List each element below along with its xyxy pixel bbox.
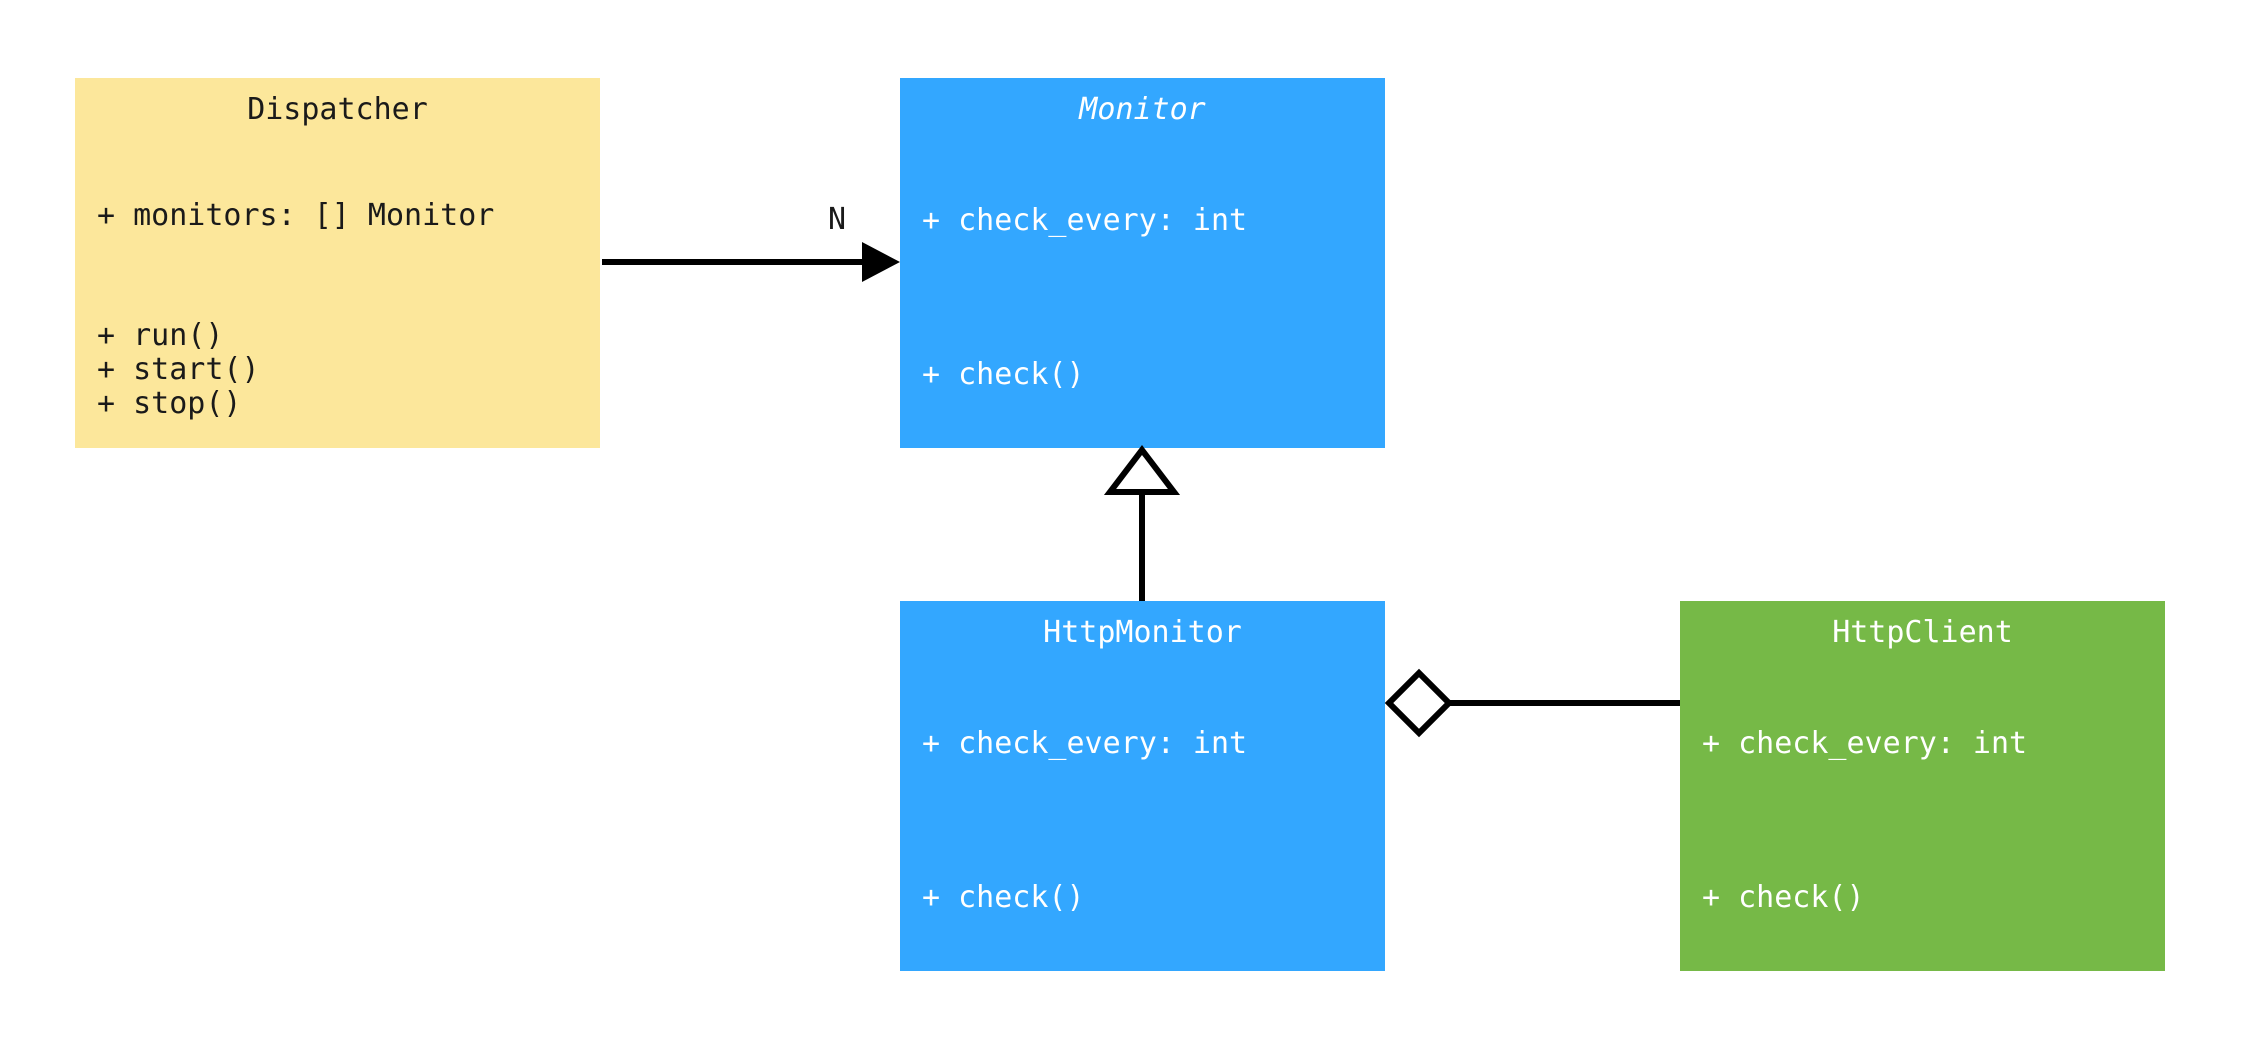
hollow-diamond-icon [1384, 668, 1454, 738]
class-attributes-monitor: + check_every: int [900, 146, 1385, 296]
connector-dispatcher-to-monitor [602, 242, 900, 282]
class-operations-dispatcher: + run() + start() + stop() [75, 292, 600, 448]
operation-item: + start() [97, 352, 260, 387]
class-header-dispatcher: Dispatcher [75, 78, 600, 140]
attribute-item: + check_every: int [1702, 726, 2028, 761]
class-box-monitor[interactable]: Monitor + check_every: int + check() [900, 78, 1385, 448]
class-box-dispatcher[interactable]: Dispatcher + monitors: [] Monitor + run(… [75, 78, 600, 448]
class-name-dispatcher: Dispatcher [247, 91, 428, 127]
operation-item: + check() [922, 357, 1085, 392]
class-name-httpmonitor: HttpMonitor [1043, 614, 1242, 650]
class-box-httpmonitor[interactable]: HttpMonitor + check_every: int + check() [900, 601, 1385, 971]
attribute-item: + monitors: [] Monitor [97, 198, 495, 233]
connector-httpmonitor-to-httpclient [1384, 668, 1680, 738]
class-attributes-httpmonitor: + check_every: int [900, 669, 1385, 819]
operation-item: + run() [97, 318, 224, 353]
class-attributes-dispatcher: + monitors: [] Monitor [75, 146, 600, 286]
association-label-n: N [828, 202, 847, 237]
class-header-httpmonitor: HttpMonitor [900, 601, 1385, 663]
operation-item: + check() [1702, 880, 1865, 915]
class-box-httpclient[interactable]: HttpClient + check_every: int + check() [1680, 601, 2165, 971]
class-attributes-httpclient: + check_every: int [1680, 669, 2165, 819]
operation-item: + check() [922, 880, 1085, 915]
class-operations-httpmonitor: + check() [900, 825, 1385, 971]
operation-item: + stop() [97, 386, 242, 421]
class-header-httpclient: HttpClient [1680, 601, 2165, 663]
class-name-monitor: Monitor [1079, 91, 1206, 127]
attribute-item: + check_every: int [922, 203, 1248, 238]
attribute-item: + check_every: int [922, 726, 1248, 761]
class-header-monitor: Monitor [900, 78, 1385, 140]
filled-arrowhead-icon [862, 242, 900, 282]
class-operations-httpclient: + check() [1680, 825, 2165, 971]
hollow-triangle-icon [1103, 445, 1181, 495]
connector-httpmonitor-to-monitor [1103, 445, 1181, 601]
class-operations-monitor: + check() [900, 302, 1385, 448]
class-name-httpclient: HttpClient [1832, 614, 2013, 650]
